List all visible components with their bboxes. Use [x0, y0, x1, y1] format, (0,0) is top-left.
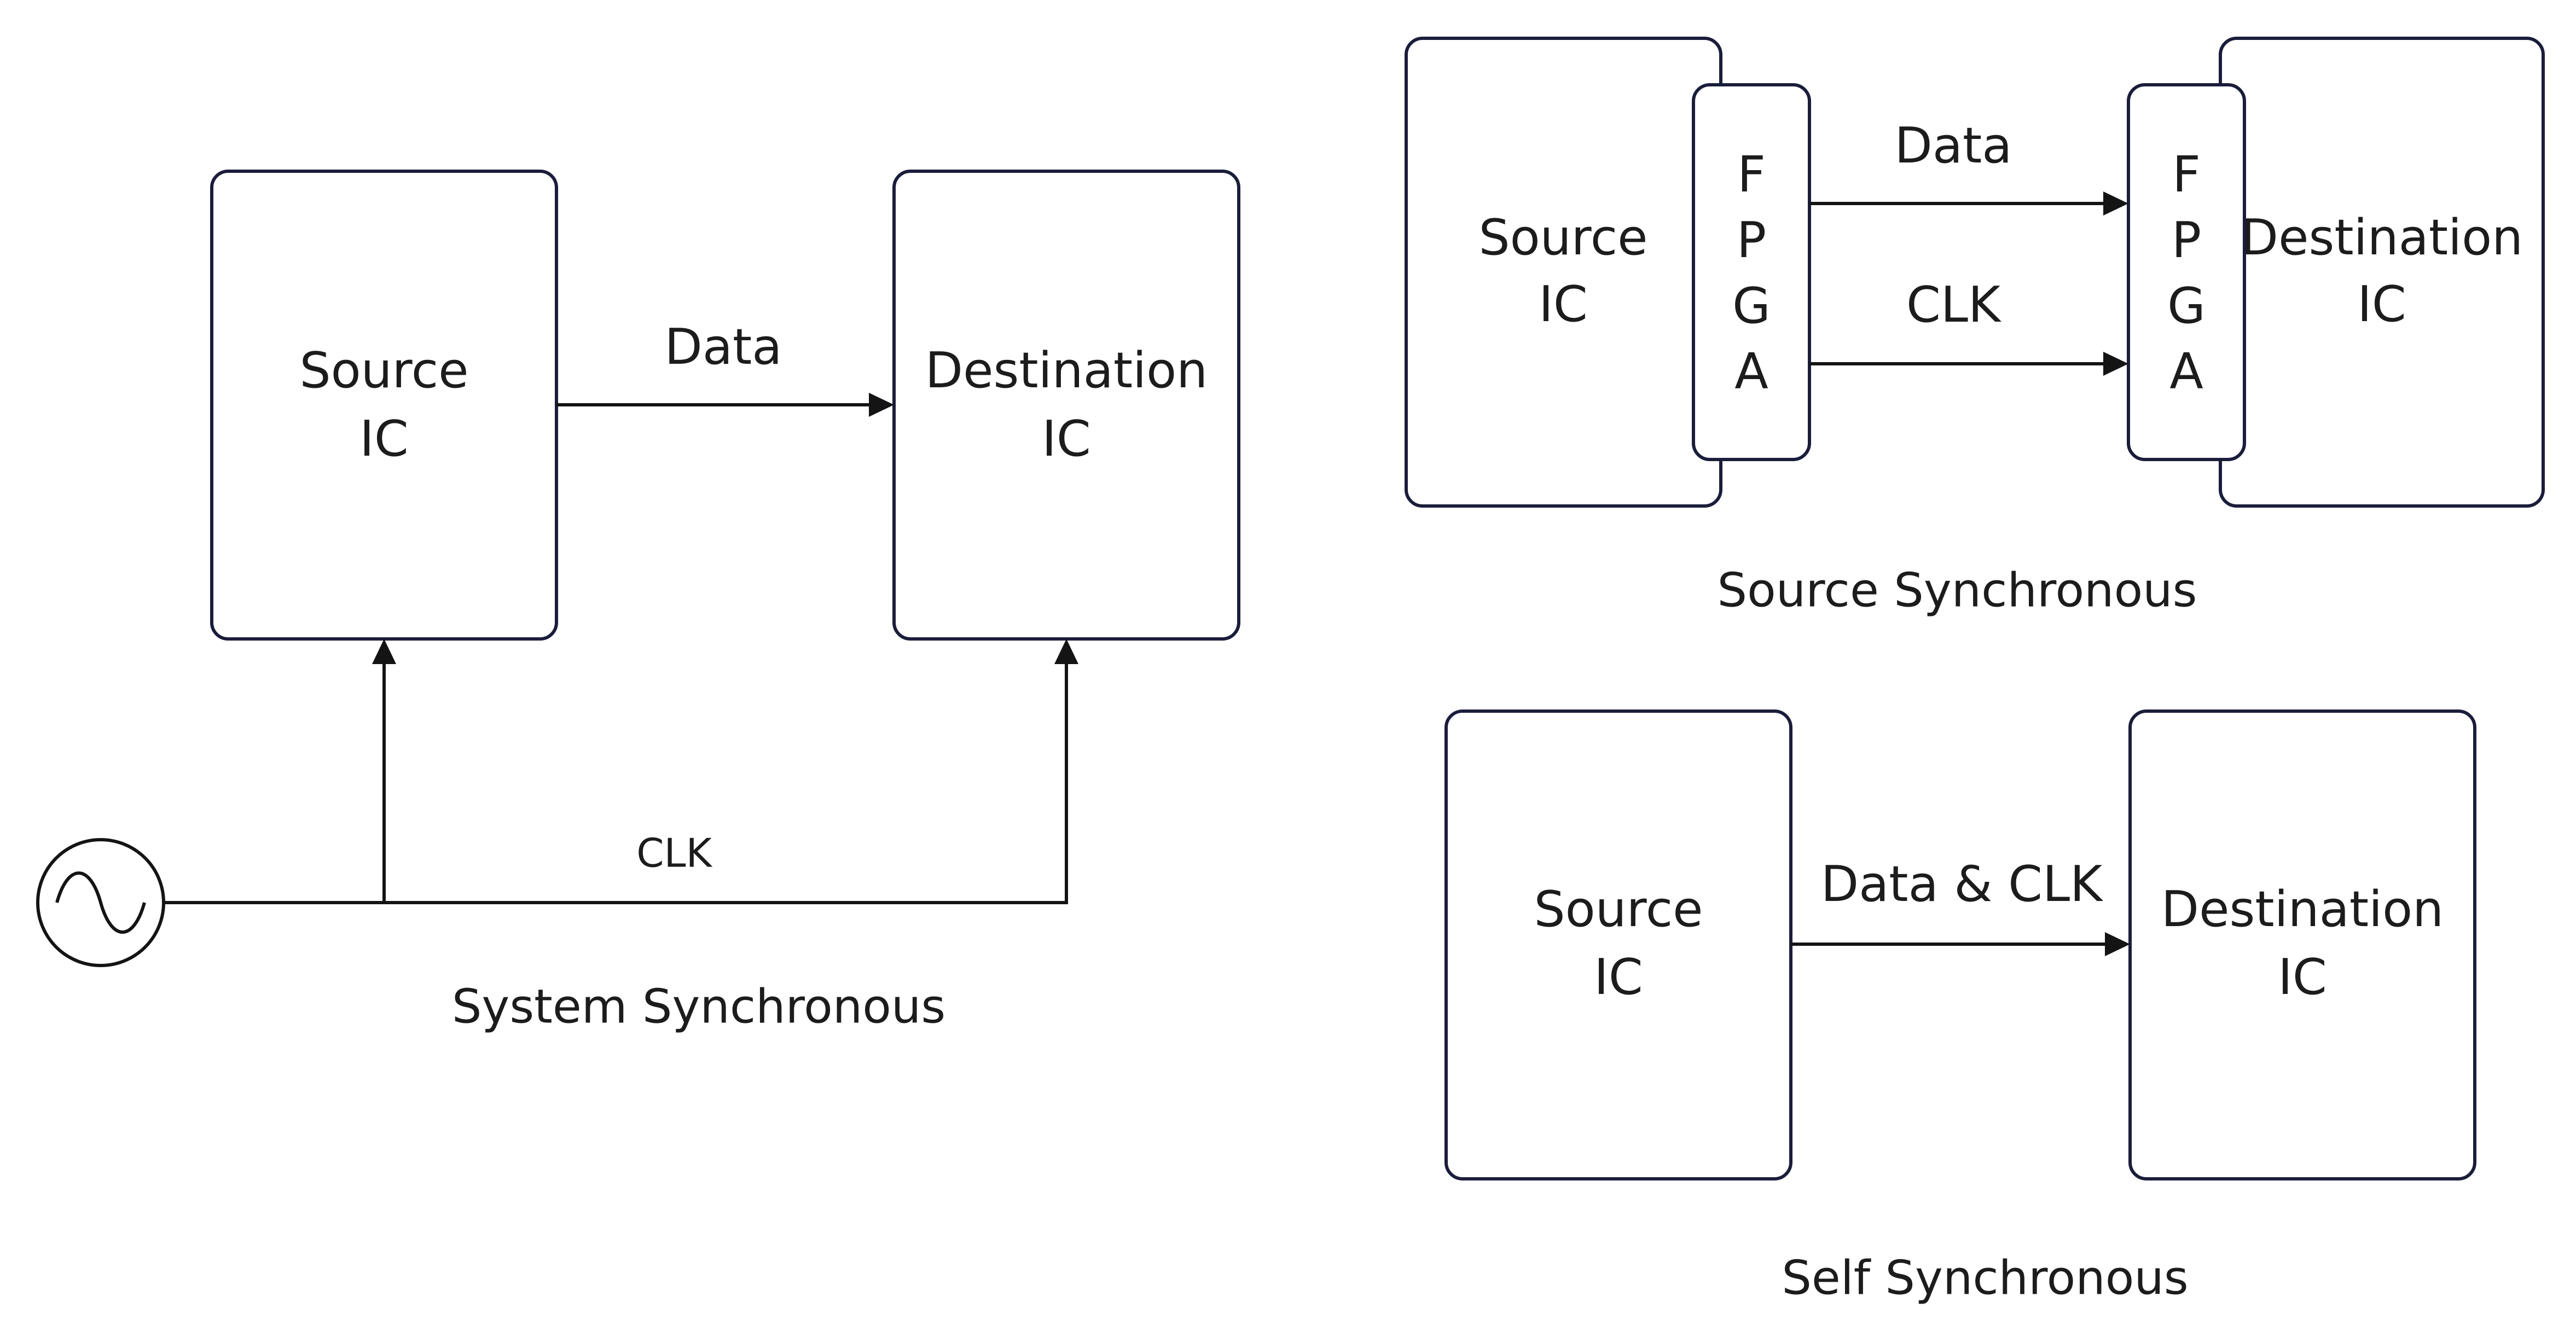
- system-destination-label-line2: IC: [1042, 410, 1090, 468]
- system-source-label-line1: Source: [299, 342, 468, 399]
- source-sync-source-label-line2: IC: [1539, 276, 1587, 333]
- system-synchronous-panel: Source IC Destination IC Data CLK System…: [36, 170, 1240, 1034]
- source-sync-data-arrowhead: [2103, 191, 2128, 216]
- system-clk-arrowhead-destination: [1054, 639, 1078, 664]
- source-sync-source-label-line1: Source: [1478, 209, 1647, 266]
- self-synchronous-caption: Self Synchronous: [1782, 1250, 2188, 1305]
- source-sync-fpga-right-box: [2127, 83, 2246, 461]
- self-sync-source-label-line1: Source: [1534, 881, 1703, 938]
- source-sync-destination-label-line2: IC: [2357, 276, 2406, 333]
- source-sync-fpga-right-letter: A: [2169, 343, 2203, 400]
- source-sync-source-ic-box: [1405, 37, 1722, 508]
- source-sync-destination-ic-box: [2219, 37, 2545, 508]
- source-sync-destination-label-line1: Destination: [2241, 209, 2523, 266]
- source-sync-data-label: Data: [1895, 117, 2012, 175]
- source-sync-fpga-left-letter: P: [1737, 212, 1766, 269]
- system-data-arrowhead: [869, 393, 894, 417]
- system-source-label-line2: IC: [359, 410, 408, 468]
- system-destination-ic-box: [892, 170, 1240, 641]
- source-sync-clk-arrowhead: [2103, 352, 2128, 376]
- system-data-label: Data: [665, 318, 782, 376]
- source-sync-fpga-left-letter: G: [1732, 277, 1771, 335]
- system-clk-arrowhead-source: [372, 639, 396, 664]
- source-sync-fpga-left-letter: F: [1737, 146, 1766, 203]
- self-sync-link-arrowhead: [2105, 932, 2130, 956]
- source-synchronous-caption: Source Synchronous: [1717, 563, 2197, 618]
- self-sync-destination-ic-box: [2128, 709, 2476, 1180]
- self-sync-destination-label-line2: IC: [2278, 949, 2326, 1006]
- sine-wave-icon: [36, 838, 165, 967]
- source-sync-fpga-right-letter: G: [2167, 277, 2206, 335]
- self-sync-link-label: Data & CLK: [1821, 856, 2103, 913]
- source-sync-fpga-right-letter: F: [2172, 146, 2201, 203]
- self-sync-destination-label-line1: Destination: [2161, 881, 2444, 938]
- source-sync-fpga-right-letter: P: [2172, 212, 2201, 269]
- self-sync-source-ic-box: [1444, 709, 1792, 1180]
- source-sync-fpga-left-box: [1692, 83, 1811, 461]
- system-source-ic-box: [210, 170, 558, 641]
- self-sync-source-label-line2: IC: [1594, 949, 1643, 1006]
- system-clk-line: [164, 663, 1068, 904]
- system-synchronous-caption: System Synchronous: [452, 979, 945, 1034]
- self-synchronous-panel: Source IC Destination IC Data & CLK Self…: [1444, 709, 2476, 1305]
- source-sync-fpga-left-letter: A: [1734, 343, 1768, 400]
- source-sync-clk-label: CLK: [1906, 276, 2001, 334]
- system-clk-label: CLK: [636, 830, 712, 876]
- source-synchronous-panel: Source IC F P G A Destination IC F P G A…: [1405, 37, 2545, 618]
- system-destination-label-line1: Destination: [925, 342, 1208, 399]
